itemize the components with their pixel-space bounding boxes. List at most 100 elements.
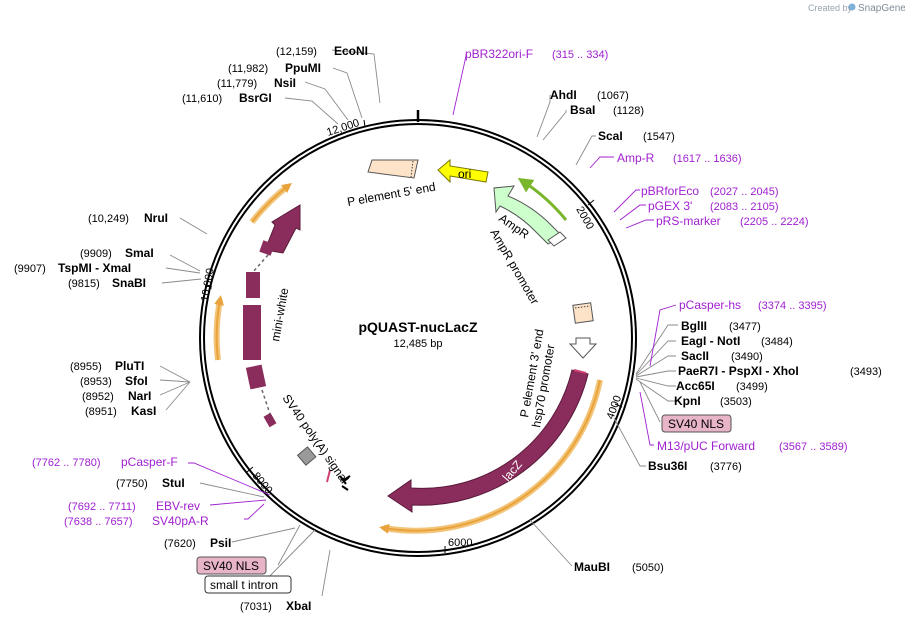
- sv40-polya-label: SV40 poly(A) signal: [280, 392, 352, 486]
- plasmid-name: pQUAST-nucLacZ: [358, 319, 477, 335]
- tick-label-12000: 12,000: [325, 117, 361, 139]
- kpni-label[interactable]: KpnI: [674, 394, 701, 408]
- psii-pos: (7620): [164, 538, 196, 550]
- primer-pcasperf-pos: (7762 .. 7780): [32, 457, 101, 469]
- tspmi-pos: (9907): [14, 263, 46, 275]
- hsp70-promoter-feature[interactable]: [568, 337, 598, 359]
- tspmi-label[interactable]: TspMI - XmaI: [58, 261, 131, 275]
- econi-label[interactable]: EcoNI: [334, 44, 368, 58]
- primer-ebvrev-pos: (7692 .. 7711): [68, 501, 136, 513]
- maubi-label[interactable]: MauBI: [574, 560, 610, 574]
- stui-label[interactable]: StuI: [162, 476, 185, 490]
- paer7i-pos: (3493): [850, 366, 882, 378]
- primer-pcasperhs-label[interactable]: pCasper-hs: [679, 298, 741, 312]
- ampr-promoter-label: AmpR promoter: [487, 227, 541, 307]
- ppumi-pos: (11,982): [228, 63, 268, 75]
- acc65i-label[interactable]: Acc65I: [676, 379, 715, 393]
- nsii-label[interactable]: NsiI: [274, 76, 296, 90]
- primer-guide-lines: [188, 54, 677, 520]
- pluti-label[interactable]: PluTI: [115, 359, 144, 373]
- small-t-intron-feature[interactable]: [339, 475, 351, 491]
- primer-ebvrev-label[interactable]: EBV-rev: [156, 499, 200, 513]
- p-element-5-feature[interactable]: [367, 159, 419, 179]
- tick-label-6000: 6000: [448, 537, 472, 549]
- bsai-label[interactable]: BsaI: [570, 103, 595, 117]
- bsai-pos: (1128): [613, 105, 644, 117]
- tick-label-10000: 10,000: [199, 267, 217, 302]
- lacz-feature[interactable]: [387, 369, 589, 513]
- stui-pos: (7750): [116, 478, 148, 490]
- mini-white-label: mini-white: [268, 287, 291, 343]
- primer-pbr322ori-label[interactable]: pBR322ori-F: [465, 47, 533, 61]
- xbai-pos: (7031): [240, 601, 272, 613]
- xbai-label[interactable]: XbaI: [286, 599, 311, 613]
- bsrgi-pos: (11,610): [182, 93, 222, 105]
- primer-ampr-label[interactable]: Amp-R: [617, 151, 655, 165]
- kasi-label[interactable]: KasI: [131, 404, 156, 418]
- p-element-3-feature[interactable]: [572, 302, 594, 324]
- eagi-noti-pos: (3484): [761, 336, 793, 348]
- econi-pos: (12,159): [276, 46, 317, 58]
- primer-pbrforeco-pos: (2027 .. 2045): [710, 186, 779, 198]
- primer-pcasperf-label[interactable]: pCasper-F: [121, 455, 178, 469]
- sv40-polya-feature[interactable]: [296, 446, 317, 466]
- primer-m13puc-label[interactable]: M13/pUC Forward: [657, 439, 755, 453]
- sv40-nls-label-2: SV40 NLS: [203, 559, 259, 573]
- orf-lacz-arrow: [379, 379, 601, 534]
- primer-pgex3-label[interactable]: pGEX 3': [648, 199, 692, 213]
- bsrgi-label[interactable]: BsrGI: [239, 91, 272, 105]
- p-element-5-label: P element 5' end: [346, 180, 437, 209]
- ampr-promoter-feature[interactable]: [547, 231, 567, 247]
- primer-sv40par-pos: (7638 .. 7657): [64, 516, 133, 528]
- bglii-pos: (3477): [729, 321, 761, 333]
- ahdi-label[interactable]: AhdI: [550, 88, 577, 102]
- small-t-intron-label: small t intron: [210, 578, 278, 592]
- sv40-nls-box-2[interactable]: [196, 556, 267, 575]
- tick-marks: [204, 119, 623, 553]
- kasi-pos: (8951): [85, 406, 117, 418]
- orf-white-arrow-1: [251, 182, 292, 223]
- nari-pos: (8952): [82, 391, 114, 403]
- nrui-pos: (10,249): [88, 213, 129, 225]
- bglii-label[interactable]: BglII: [681, 319, 707, 333]
- primer-prsmarker-label[interactable]: pRS-marker: [656, 214, 721, 228]
- mini-white-feature[interactable]: [243, 204, 301, 428]
- small-t-intron-box[interactable]: [204, 575, 292, 594]
- snabi-label[interactable]: SnaBI: [112, 276, 146, 290]
- ppumi-label[interactable]: PpuMI: [285, 61, 321, 75]
- nrui-label[interactable]: NruI: [144, 211, 168, 225]
- kpni-pos: (3503): [720, 396, 752, 408]
- primer-pbr322ori-pos: (315 .. 334): [552, 49, 608, 61]
- scai-label[interactable]: ScaI: [598, 129, 623, 143]
- primer-pbrforeco-label[interactable]: pBRforEco: [641, 184, 699, 198]
- bsu36i-pos: (3776): [710, 461, 742, 473]
- acc65i-pos: (3499): [736, 381, 768, 393]
- sv40-nls-1-mark: [573, 369, 587, 374]
- eagi-noti-label[interactable]: EagI - NotI: [681, 334, 740, 348]
- ori-feature[interactable]: [437, 158, 489, 184]
- ampr-feature[interactable]: [493, 185, 563, 245]
- psii-label[interactable]: PsiI: [210, 536, 231, 550]
- maubi-pos: (5050): [632, 562, 664, 574]
- nari-label[interactable]: NarI: [128, 389, 151, 403]
- primer-sv40par-label[interactable]: SV40pA-R: [152, 514, 209, 528]
- primer-pgex3-pos: (2083 .. 2105): [710, 201, 779, 213]
- backbone-inner: [203, 123, 633, 553]
- smai-pos: (9909): [80, 248, 112, 260]
- sv40-nls-label-1: SV40 NLS: [668, 417, 724, 431]
- paer7i-label[interactable]: PaeR7I - PspXI - XhoI: [678, 364, 799, 378]
- orf-white-arrow-2: [214, 295, 225, 361]
- primer-prsmarker-pos: (2205 .. 2224): [740, 216, 809, 228]
- sv40-nls-box-1[interactable]: [661, 414, 732, 433]
- sv40-nls-2-mark: [326, 469, 331, 483]
- snapgene-logo-icon: [848, 3, 856, 11]
- smai-label[interactable]: SmaI: [125, 246, 154, 260]
- primer-pcasperhs-pos: (3374 .. 3395): [758, 300, 827, 312]
- sfoi-label[interactable]: SfoI: [125, 374, 148, 388]
- credit-prefix: Created by: [808, 3, 853, 13]
- pluti-pos: (8955): [70, 361, 102, 373]
- scai-pos: (1547): [643, 131, 675, 143]
- bsu36i-label[interactable]: Bsu36I: [648, 459, 687, 473]
- sacii-label[interactable]: SacII: [681, 349, 709, 363]
